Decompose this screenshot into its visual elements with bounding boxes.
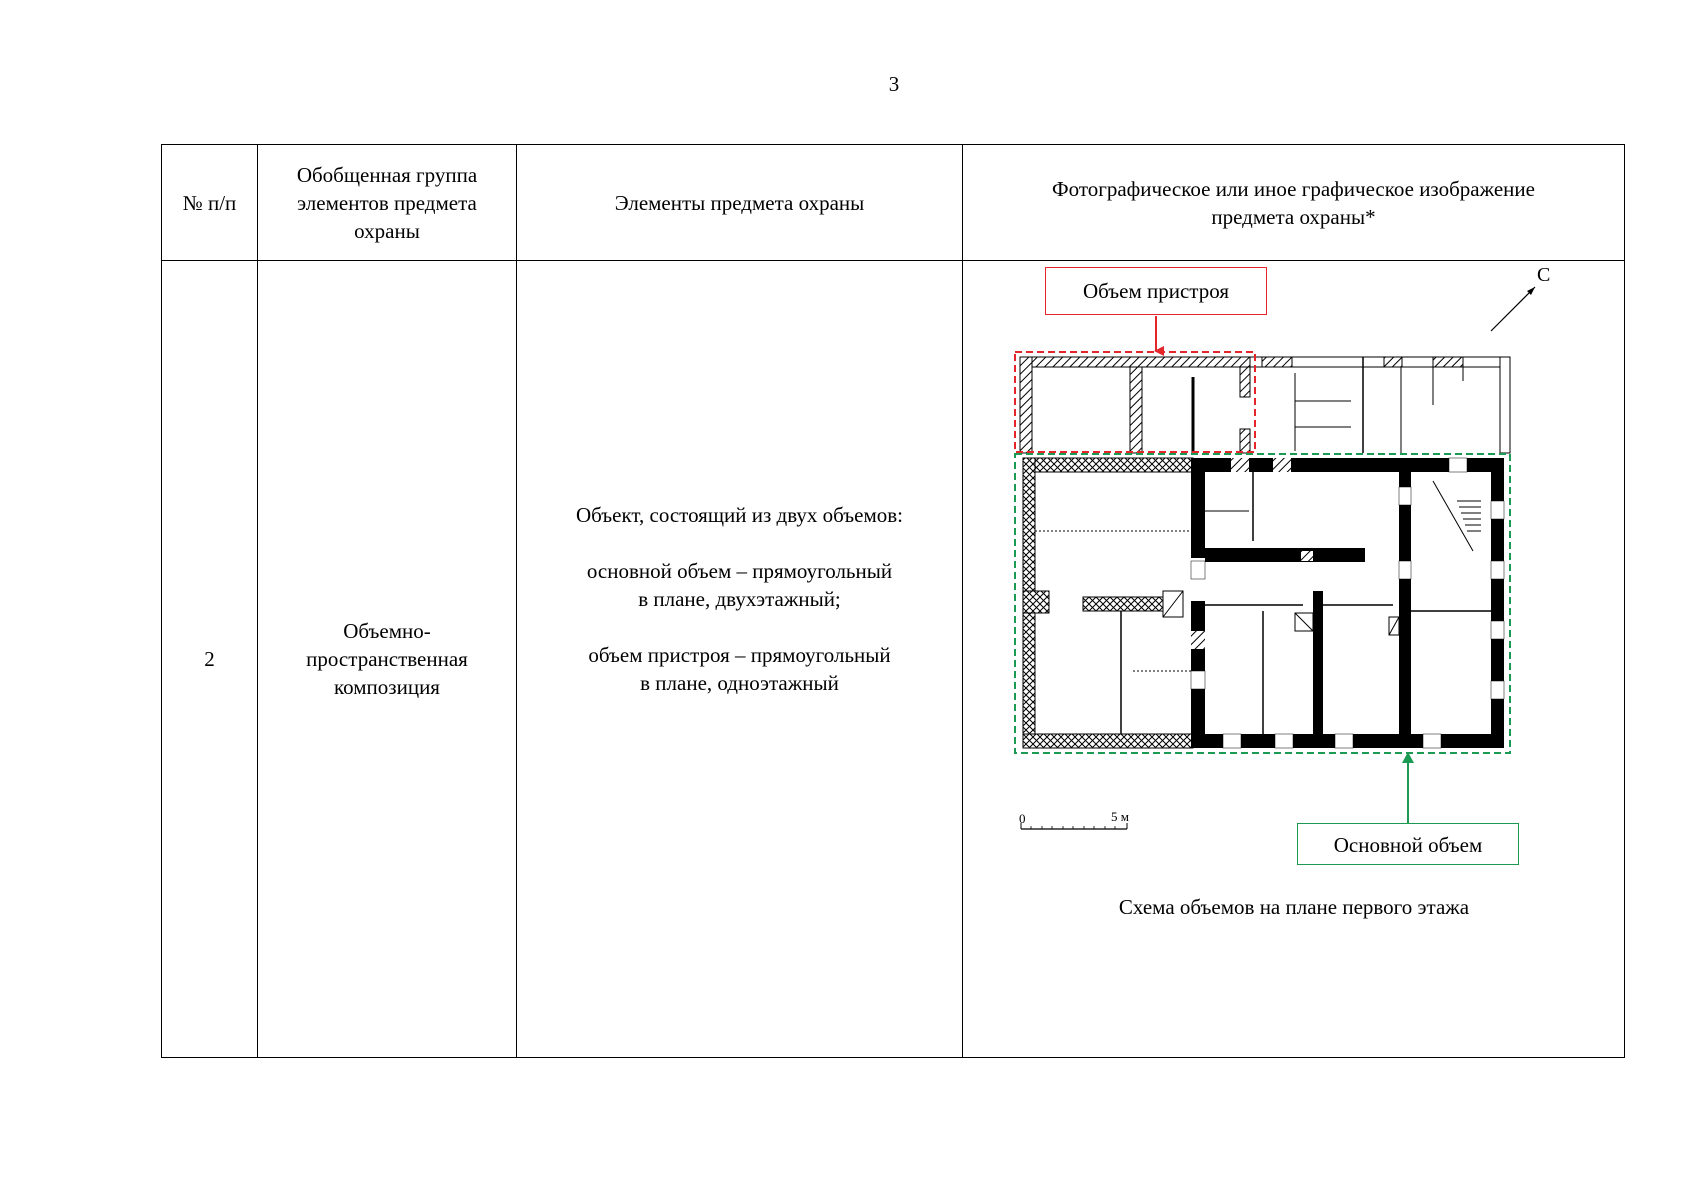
scale-bar-icon [1020,823,1128,830]
main-volume-walls [1022,457,1505,749]
north-arrow-icon [1490,286,1536,332]
scale-end-label: 5 м [1111,809,1129,824]
page-number: 3 [888,72,900,96]
annex-walls [1019,356,1511,454]
floor-plan-drawing [1014,286,1536,830]
main-volume-arrow-icon [1402,752,1414,823]
table-header-row: № п/п Обобщенная группа элементов предме… [161,144,1625,261]
header-image: Фотографическое или иное графическое изо… [962,144,1625,261]
annex-outline [1014,351,1256,453]
scale-start-label: 0 [1019,811,1026,826]
plan-caption: Схема объемов на плане первого этажа [1118,895,1470,919]
protection-table: № п/п Обобщенная группа элементов предме… [161,144,1625,1058]
main-volume-outline [1014,453,1511,754]
header-number: № п/п [161,144,258,261]
north-label: С [1537,264,1551,286]
header-group: Обобщенная группа элементов предмета охр… [257,144,517,261]
main-volume-label: Основной объем [1297,823,1519,865]
row-number: 2 [161,260,258,1058]
row-group: Объемно- пространственная композиция [257,260,517,1058]
header-elements: Элементы предмета охраны [516,144,963,261]
stairs-icon [1432,480,1481,552]
annex-label: Объем пристроя [1045,267,1267,315]
floor-plan-figure: Объем пристроя Основной объем С 0 5 м Сх… [963,261,1625,1059]
table-row: 2 Объемно- пространственная композиция О… [161,260,1625,1059]
row-elements: Объект, состоящий из двух объемов: основ… [516,260,963,1058]
row-image-cell: Объем пристроя Основной объем С 0 5 м Сх… [962,260,1625,1059]
